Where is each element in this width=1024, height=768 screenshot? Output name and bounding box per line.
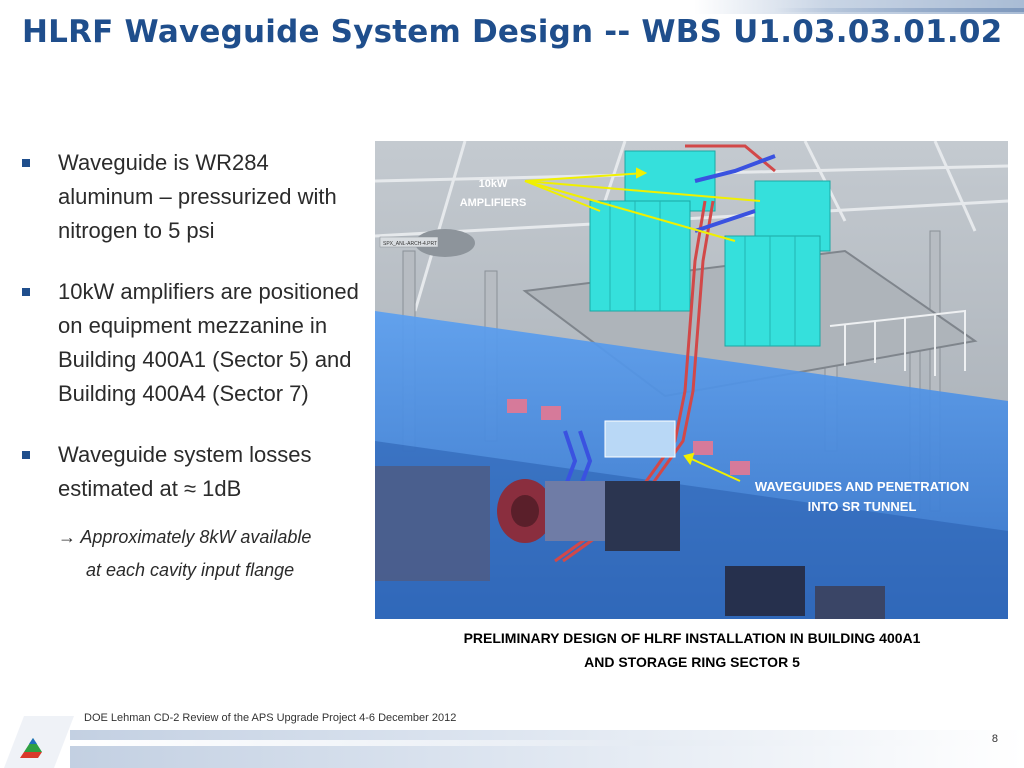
shield-blocks [507, 399, 750, 475]
amplifiers-label-line2: AMPLIFIERS [460, 197, 527, 209]
bullet-item: 10kW amplifiers are positioned on equipm… [20, 275, 365, 411]
tunnel-penetration-box [604, 420, 676, 458]
bullet-text: 10kW amplifiers are positioned on equipm… [58, 279, 359, 406]
bullet-text: Waveguide system losses estimated at ≈ 1… [58, 442, 312, 501]
footer-bar [70, 730, 1024, 768]
square-bullet-icon [22, 159, 30, 167]
figure-caption: PRELIMINARY DESIGN OF HLRF INSTALLATION … [392, 626, 992, 674]
sub-note-line1: → Approximately 8kW available [58, 527, 312, 547]
amplifier-cabinet [589, 200, 691, 312]
sub-note-line2: at each cavity input flange [86, 560, 295, 580]
bullet-list: Waveguide is WR284 aluminum – pressurize… [20, 146, 365, 587]
model-tag-box [379, 236, 439, 248]
waveguides-label-line1: WAVEGUIDES AND PENETRATION [755, 479, 969, 494]
floor-opening [415, 229, 475, 257]
bullet-item: Waveguide system losses estimated at ≈ 1… [20, 438, 365, 506]
amplifiers-label-line1: 10kW [479, 178, 508, 190]
waveguides-label-line2: INTO SR TUNNEL [808, 499, 917, 514]
sub-note: → Approximately 8kW available at each ca… [20, 521, 365, 587]
bullet-text: Waveguide is WR284 aluminum – pressurize… [58, 150, 337, 243]
caption-line1: PRELIMINARY DESIGN OF HLRF INSTALLATION … [463, 630, 921, 646]
storage-ring-components [375, 466, 885, 619]
amplifier-cabinet [724, 235, 821, 347]
square-bullet-icon [22, 288, 30, 296]
footer-bar-highlight [70, 740, 1024, 746]
argonne-logo-icon [4, 716, 74, 768]
top-decoration-line [774, 8, 1024, 12]
hlrf-installation-render: SPX_ANL-ARCH-4.PRT 10kW AMPLIFIERS WAVEG… [375, 141, 1008, 619]
callout-arrows [524, 167, 761, 482]
mezzanine-railing [829, 309, 966, 376]
caption-line2: AND STORAGE RING SECTOR 5 [584, 654, 800, 670]
page-number: 8 [991, 733, 998, 745]
bullet-item: Waveguide is WR284 aluminum – pressurize… [20, 146, 365, 248]
footer-text: DOE Lehman CD-2 Review of the APS Upgrad… [84, 712, 457, 724]
model-tag: SPX_ANL-ARCH-4.PRT [383, 241, 437, 247]
square-bullet-icon [22, 451, 30, 459]
slide-title: HLRF Waveguide System Design -- WBS U1.0… [22, 14, 1003, 50]
